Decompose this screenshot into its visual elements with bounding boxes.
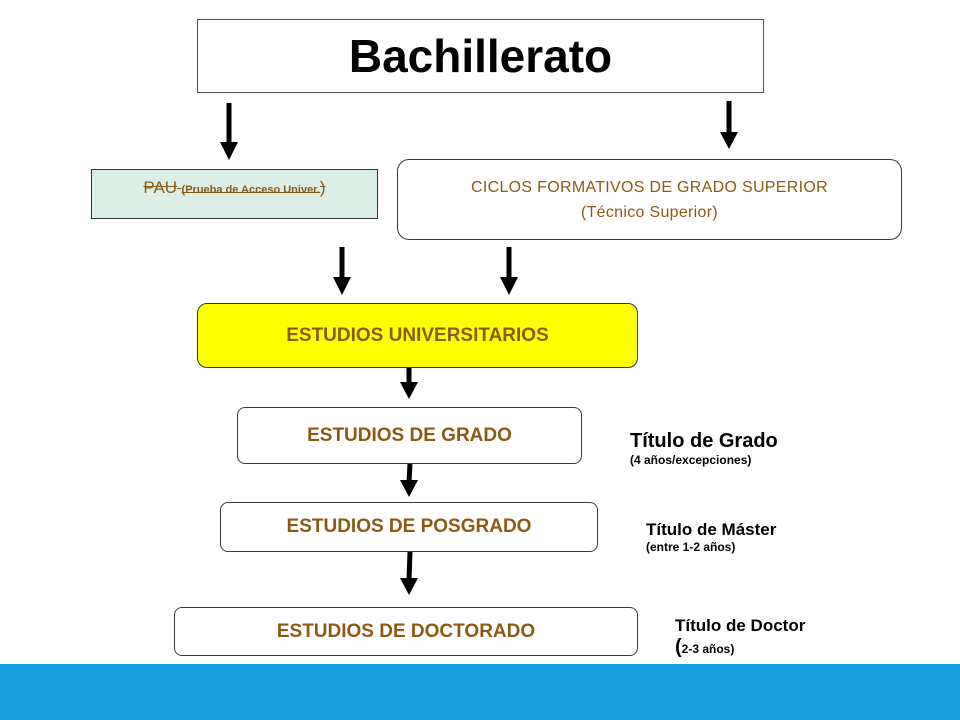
footer-bar xyxy=(0,664,960,720)
posgrado-box: ESTUDIOS DE POSGRADO xyxy=(220,502,598,552)
pau-close: ) xyxy=(319,178,326,197)
arrow-grado-to-posgrado xyxy=(400,463,418,497)
titulo-doctor-title: Título de Doctor xyxy=(675,616,806,635)
grado-label: ESTUDIOS DE GRADO xyxy=(307,424,512,446)
titulo-doctor-note: Título de Doctor (2-3 años) xyxy=(675,616,805,659)
titulo-master-duration: (entre 1-2 años) xyxy=(646,540,736,554)
ciclos-box: CICLOS FORMATIVOS DE GRADO SUPERIOR (Téc… xyxy=(397,159,902,240)
universitarios-box: ESTUDIOS UNIVERSITARIOS xyxy=(197,303,638,368)
titulo-master-title: Título de Máster xyxy=(646,520,777,539)
posgrado-label: ESTUDIOS DE POSGRADO xyxy=(286,516,532,537)
titulo-master-note: Título de Máster (entre 1-2 años) xyxy=(646,520,776,554)
arrow-pau-to-universitarios xyxy=(333,247,351,295)
ciclos-line2: (Técnico Superior) xyxy=(580,203,718,221)
pau-text: PAU (Prueba de Acceso Univer.) xyxy=(143,178,325,198)
ciclos-line1: CICLOS FORMATIVOS DE GRADO SUPERIOR xyxy=(471,178,828,196)
pau-box: PAU (Prueba de Acceso Univer.) xyxy=(91,169,378,219)
grado-box: ESTUDIOS DE GRADO xyxy=(237,407,582,464)
titulo-doctor-paren: ( xyxy=(675,636,682,658)
titulo-grado-note: Título de Grado (4 años/excepciones) xyxy=(630,430,778,467)
arrow-bachillerato-to-pau xyxy=(220,103,238,160)
titulo-grado-title: Título de Grado xyxy=(630,430,778,452)
title-text: Bachillerato xyxy=(348,30,613,82)
titulo-doctor-duration: 2-3 años) xyxy=(681,642,735,656)
pau-main: PAU xyxy=(143,178,178,197)
titulo-grado-duration: (4 años/excepciones) xyxy=(630,453,752,467)
arrow-universitarios-to-grado xyxy=(400,368,418,399)
universitarios-label: ESTUDIOS UNIVERSITARIOS xyxy=(286,324,549,346)
arrow-posgrado-to-doctorado xyxy=(400,551,418,595)
doctorado-box: ESTUDIOS DE DOCTORADO xyxy=(174,607,638,656)
pau-sub: (Prueba de Acceso Univer. xyxy=(181,184,320,196)
arrow-bachillerato-to-ciclos xyxy=(720,101,738,149)
doctorado-label: ESTUDIOS DE DOCTORADO xyxy=(276,620,536,642)
arrow-ciclos-to-universitarios xyxy=(500,247,518,295)
title-box: Bachillerato xyxy=(197,19,764,93)
